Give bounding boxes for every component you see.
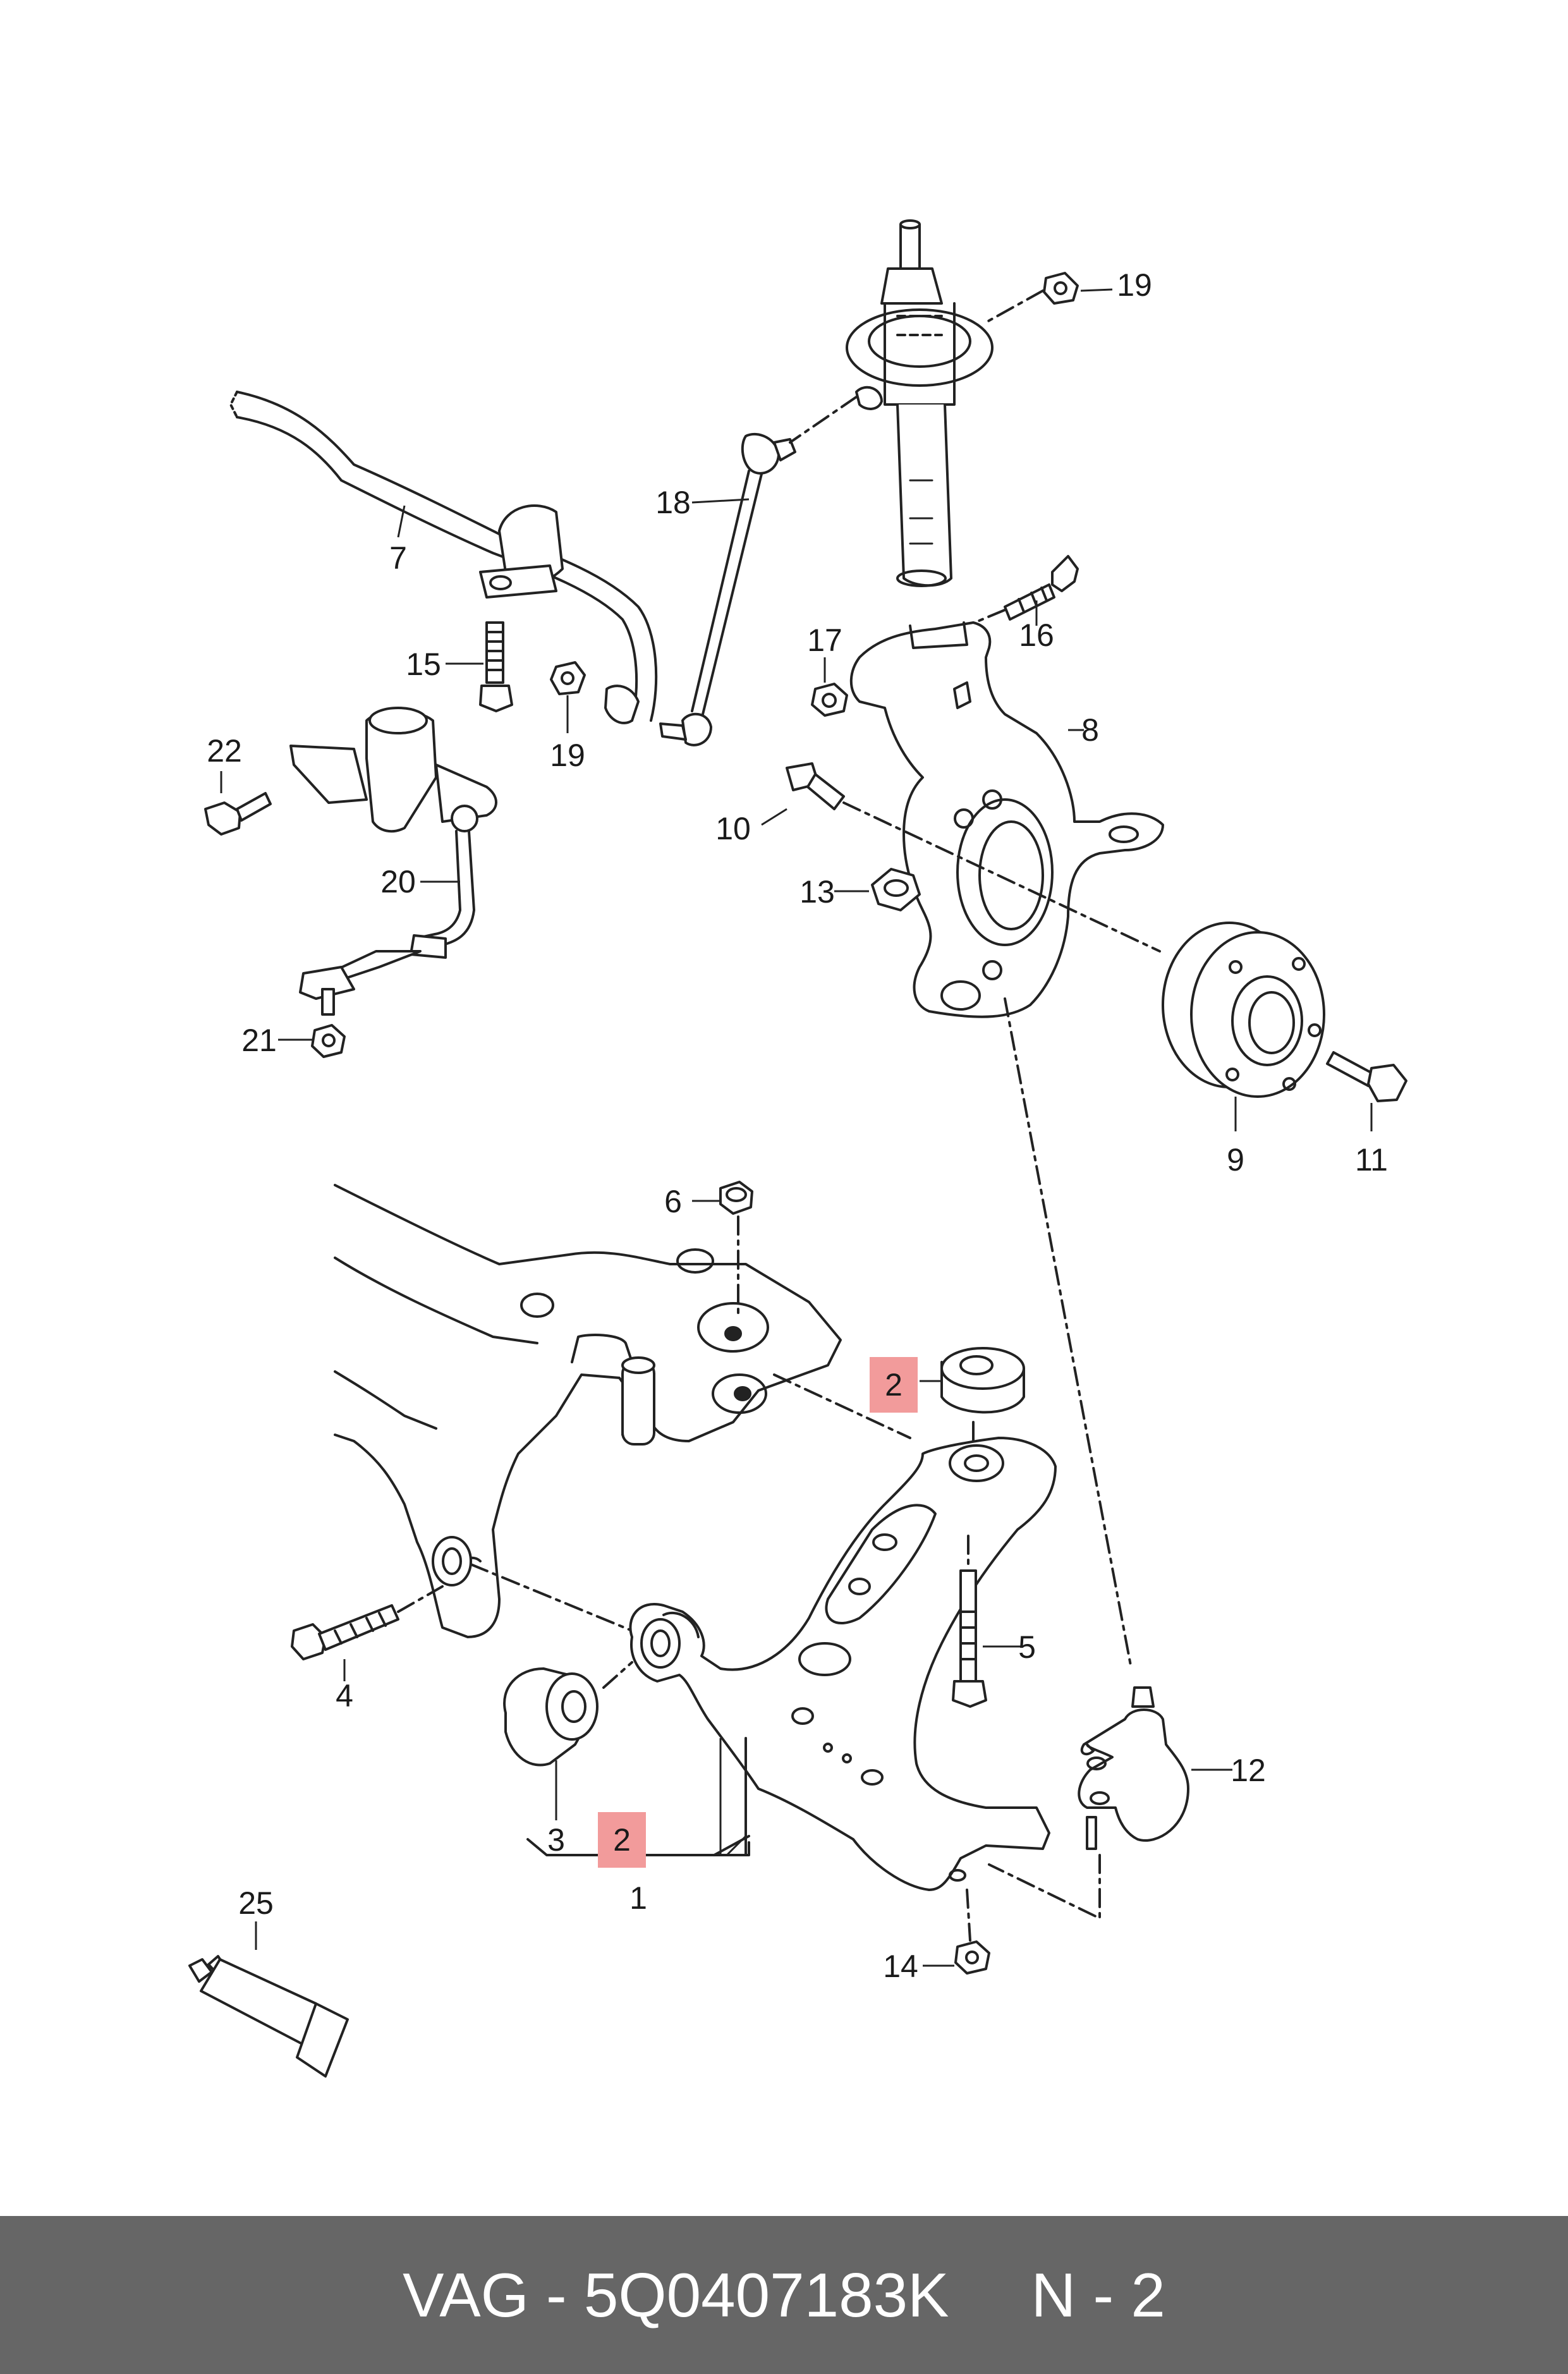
callout-20: 20 bbox=[380, 864, 416, 899]
callout-2-upper-highlight bbox=[870, 1357, 918, 1413]
anti-roll-bar bbox=[229, 391, 658, 724]
bolt-16 bbox=[1004, 555, 1079, 621]
part-number-label: VAG - 5Q0407183K bbox=[403, 2260, 949, 2330]
subframe bbox=[334, 1184, 842, 1638]
bolt-15 bbox=[479, 621, 513, 712]
bolt-10 bbox=[786, 762, 845, 810]
grease-tube bbox=[188, 1955, 349, 2078]
nut-14 bbox=[954, 1940, 990, 1975]
bolt-11 bbox=[1326, 1051, 1407, 1102]
parts-diagram: 19 18 7 15 19 17 16 8 22 10 13 20 21 9 1… bbox=[188, 219, 1407, 2078]
callout-18: 18 bbox=[655, 485, 691, 520]
callout-17: 17 bbox=[807, 623, 842, 658]
callout-19-lower: 19 bbox=[550, 738, 585, 773]
callout-25: 25 bbox=[238, 1885, 274, 1921]
nut-19-lower bbox=[550, 661, 586, 695]
callout-12: 12 bbox=[1231, 1753, 1266, 1788]
callout-2-lower: 2 bbox=[613, 1822, 631, 1858]
callout-9: 9 bbox=[1227, 1142, 1244, 1178]
callout-7: 7 bbox=[389, 540, 407, 576]
callout-5: 5 bbox=[1018, 1629, 1036, 1665]
leader-lines bbox=[220, 288, 1373, 1967]
front-bush bbox=[503, 1667, 599, 1767]
callout-21: 21 bbox=[241, 1023, 277, 1058]
callout-13: 13 bbox=[799, 874, 835, 910]
nut-21 bbox=[311, 1024, 346, 1058]
bolt-22 bbox=[204, 792, 272, 836]
footer-bar: VAG - 5Q0407183K N - 2 bbox=[0, 2216, 1568, 2374]
coupling-rod bbox=[659, 432, 796, 746]
ball-joint bbox=[1078, 1686, 1189, 1850]
callout-11: 11 bbox=[1355, 1142, 1388, 1178]
callout-2-lower-highlight bbox=[598, 1812, 646, 1868]
position-label: N - 2 bbox=[1031, 2260, 1165, 2330]
wheel-hub bbox=[1162, 922, 1325, 1098]
nut-17 bbox=[811, 683, 848, 717]
callout-15: 15 bbox=[406, 647, 441, 682]
strut-axis-line bbox=[789, 396, 858, 444]
strut bbox=[846, 219, 994, 587]
callout-14: 14 bbox=[883, 1949, 918, 1984]
callout-6: 6 bbox=[664, 1184, 682, 1219]
level-sender bbox=[289, 707, 497, 1016]
callout-16: 16 bbox=[1019, 618, 1054, 653]
bolt-4 bbox=[291, 1604, 399, 1660]
nut-13 bbox=[871, 868, 921, 911]
callout-2-upper: 2 bbox=[885, 1367, 903, 1403]
callout-3: 3 bbox=[547, 1822, 565, 1858]
nut-6 bbox=[719, 1181, 753, 1215]
wishbone bbox=[629, 1437, 1057, 1891]
bolt-5 bbox=[952, 1569, 987, 1708]
callout-10: 10 bbox=[715, 811, 751, 846]
callout-22: 22 bbox=[207, 733, 242, 769]
callout-1: 1 bbox=[629, 1880, 647, 1916]
callout-8: 8 bbox=[1081, 712, 1099, 748]
callout-4: 4 bbox=[336, 1678, 353, 1714]
steering-knuckle bbox=[849, 621, 1164, 1018]
rear-bush bbox=[940, 1347, 1025, 1414]
callout-19-upper: 19 bbox=[1117, 267, 1152, 303]
nut-19-upper bbox=[1043, 272, 1079, 305]
